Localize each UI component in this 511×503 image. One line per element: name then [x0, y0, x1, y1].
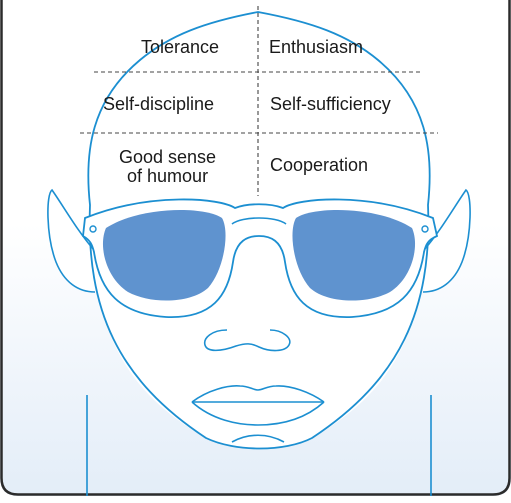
trait-tolerance: Tolerance — [141, 37, 220, 57]
trait-good-sense-of-humour: Good sense of humour — [119, 147, 217, 186]
trait-cooperation: Cooperation — [270, 155, 369, 175]
glasses-bridge-line — [231, 217, 287, 225]
trait-self-sufficiency: Self-sufficiency — [270, 94, 391, 114]
lower-lip-icon — [191, 401, 325, 426]
right-ear — [422, 188, 471, 293]
chin-crease-icon — [231, 434, 285, 443]
sunglasses — [82, 198, 439, 318]
trait-self-discipline: Self-discipline — [103, 94, 215, 114]
right-hinge-icon — [421, 225, 429, 233]
upper-lip-icon — [191, 385, 325, 403]
face-fill — [89, 98, 429, 449]
right-lens-icon — [292, 209, 416, 301]
left-ear — [47, 188, 96, 293]
trait-enthusiasm: Enthusiasm — [269, 37, 364, 57]
trait-dividers — [80, 6, 438, 196]
nose-icon — [203, 329, 291, 352]
left-hinge-icon — [89, 225, 97, 233]
head-outline — [87, 11, 431, 450]
left-lens-icon — [102, 209, 226, 301]
